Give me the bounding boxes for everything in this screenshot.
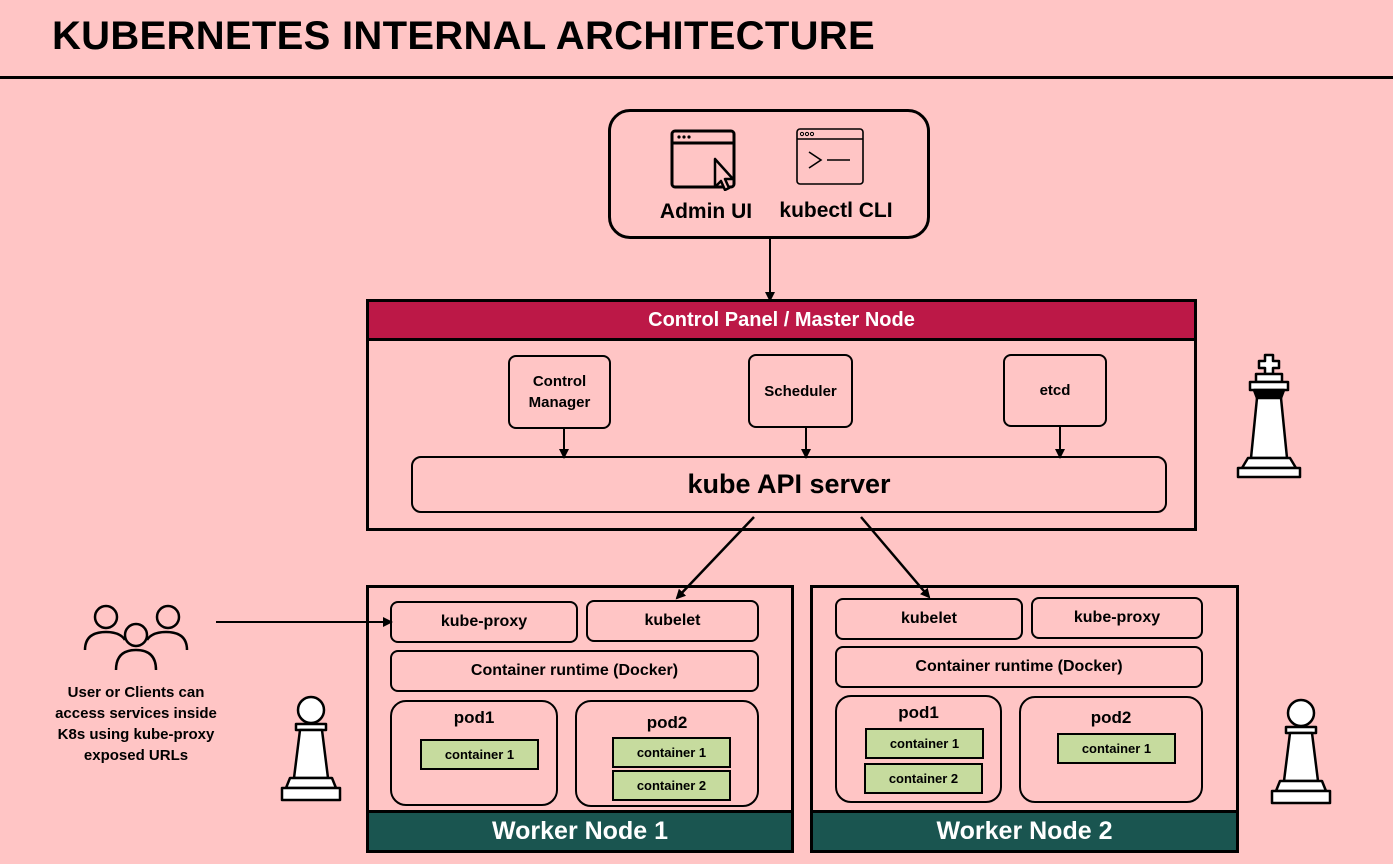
w1-pod2-label: pod2 (646, 713, 688, 732)
client-tools-box (608, 109, 930, 239)
control-plane-box (366, 299, 1197, 531)
worker-node-2-box (810, 585, 1239, 853)
w1-pod2: pod2 (575, 700, 759, 807)
kubectl-cli-label: kubectl CLI (779, 199, 893, 222)
w1-container-runtime: Container runtime (Docker) (390, 650, 759, 692)
worker-node-2-footer: Worker Node 2 (813, 810, 1236, 850)
w1-pod2-container-1: container 1 (612, 737, 731, 768)
w1-pod1-label: pod1 (453, 708, 495, 727)
w2-pod2: pod2 (1019, 696, 1203, 803)
w2-kube-proxy: kube-proxy (1031, 597, 1203, 639)
w2-pod2-container-1: container 1 (1057, 733, 1176, 764)
kube-api-server-box: kube API server (411, 456, 1167, 513)
pawn-chess-icon (276, 694, 346, 804)
title-divider (0, 76, 1393, 79)
w2-pod1-container-1: container 1 (865, 728, 984, 759)
browser-cursor-icon (670, 129, 738, 192)
terminal-icon (796, 128, 864, 186)
w2-pod1-label: pod1 (898, 703, 939, 722)
pawn-chess-icon (1266, 697, 1336, 807)
king-chess-icon (1228, 352, 1310, 482)
control-plane-header: Control Panel / Master Node (369, 302, 1194, 341)
w2-pod1: pod1 (835, 695, 1002, 803)
w1-pod2-container-2: container 2 (612, 770, 731, 801)
w1-pod1-container-1: container 1 (420, 739, 539, 770)
w2-container-runtime: Container runtime (Docker) (835, 646, 1203, 688)
w2-pod2-label: pod2 (1090, 708, 1132, 727)
w1-pod1: pod1 (390, 700, 558, 806)
etcd-box: etcd (1003, 354, 1107, 427)
control-manager-box: Control Manager (508, 355, 611, 429)
admin-ui-label: Admin UI (659, 200, 753, 223)
scheduler-box: Scheduler (748, 354, 853, 428)
w2-pod1-container-2: container 2 (864, 763, 983, 794)
worker-node-1-box (366, 585, 794, 853)
w1-kubelet: kubelet (586, 600, 759, 642)
w2-kubelet: kubelet (835, 598, 1023, 640)
users-caption: User or Clients can access services insi… (55, 684, 217, 764)
page-title: KUBERNETES INTERNAL ARCHITECTURE (52, 14, 875, 58)
users-icon (80, 602, 192, 672)
w1-kube-proxy: kube-proxy (390, 601, 578, 643)
worker-node-1-footer: Worker Node 1 (369, 810, 791, 850)
